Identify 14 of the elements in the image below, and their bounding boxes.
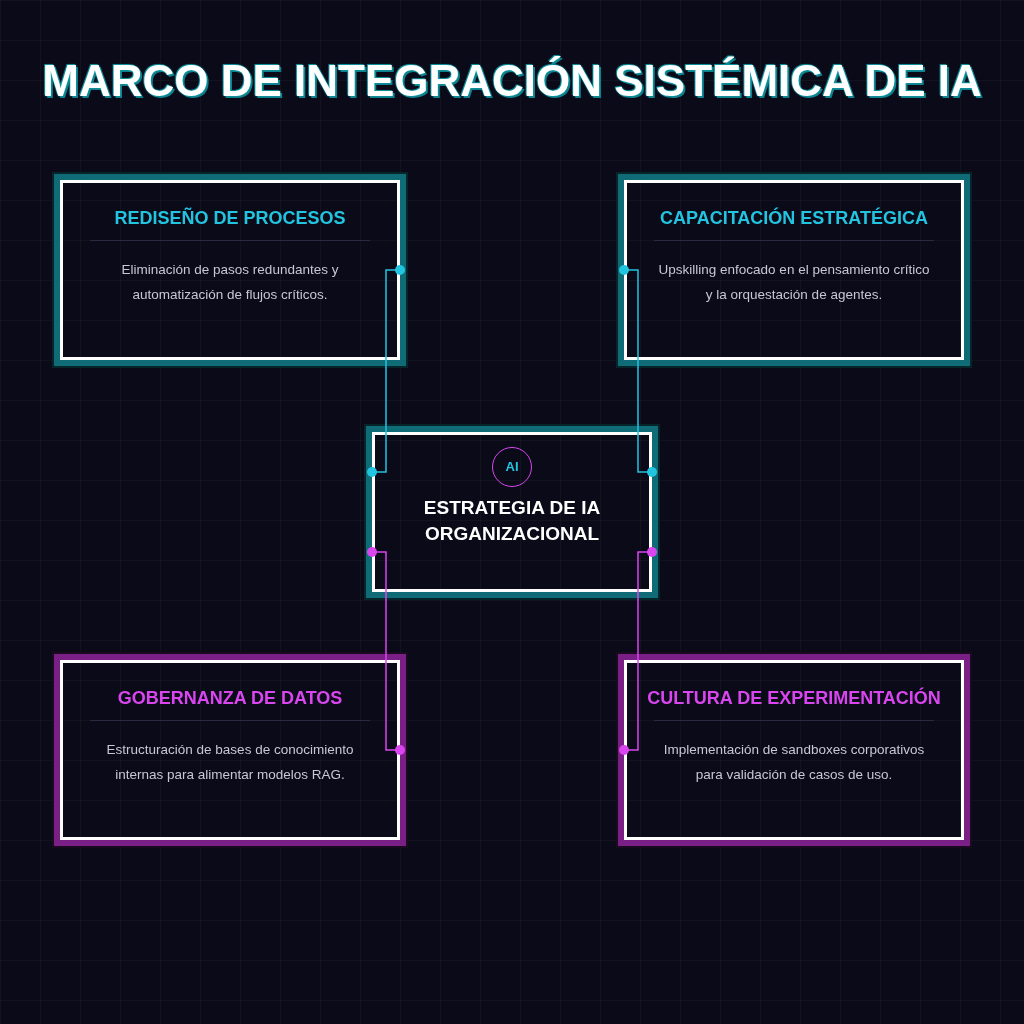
card-description: Implementación de sandboxes corporativos para validación de casos de uso. <box>662 741 926 784</box>
card-heading: CAPACITACIÓN ESTRATÉGICA <box>660 206 928 230</box>
card-description: Estructuración de bases de conocimiento internas para alimentar modelos RAG. <box>105 741 355 784</box>
connector-line <box>367 265 405 477</box>
card-heading: GOBERNANZA DE DATOS <box>117 687 343 710</box>
connector-line <box>619 547 657 755</box>
central-title: ESTRATEGIA DE IA ORGANIZACIONAL <box>422 496 602 546</box>
diagram-title: MARCO DE INTEGRACIÓN SISTÉMICA DE IA <box>41 55 983 107</box>
card-description: Upskilling enfocado en el pensamiento crítico y la orquestación de agentes. <box>657 261 931 304</box>
card-heading: CULTURA DE EXPERIMENTACIÓN <box>647 686 941 710</box>
card-description: Eliminación de pasos redundantes y automatización de flujos críticos. <box>120 261 340 304</box>
connector-line <box>619 265 657 477</box>
connector-line <box>367 547 405 755</box>
card-heading: REDISEÑO DE PROCESOS <box>114 206 346 230</box>
